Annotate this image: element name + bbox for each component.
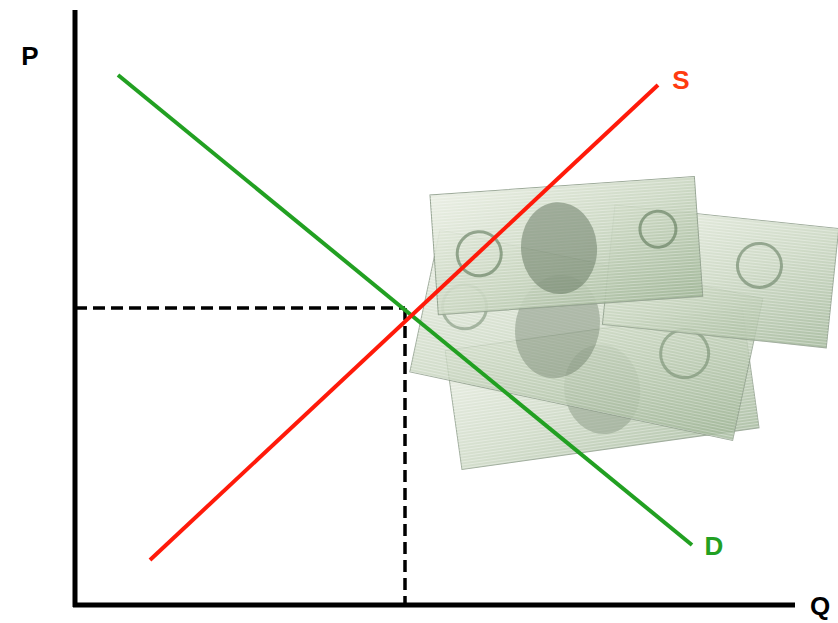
equilibrium-price-guide (75, 306, 405, 310)
demand-curve (118, 75, 692, 545)
price-axis-label: P (21, 43, 38, 69)
equilibrium-quantity-guide (403, 308, 407, 605)
quantity-axis (73, 603, 795, 608)
money-illustration (410, 177, 838, 470)
demand-label: D (705, 533, 724, 559)
supply-label: S (672, 67, 689, 93)
supply-curve (150, 85, 658, 560)
quantity-axis-label: Q (810, 593, 830, 619)
